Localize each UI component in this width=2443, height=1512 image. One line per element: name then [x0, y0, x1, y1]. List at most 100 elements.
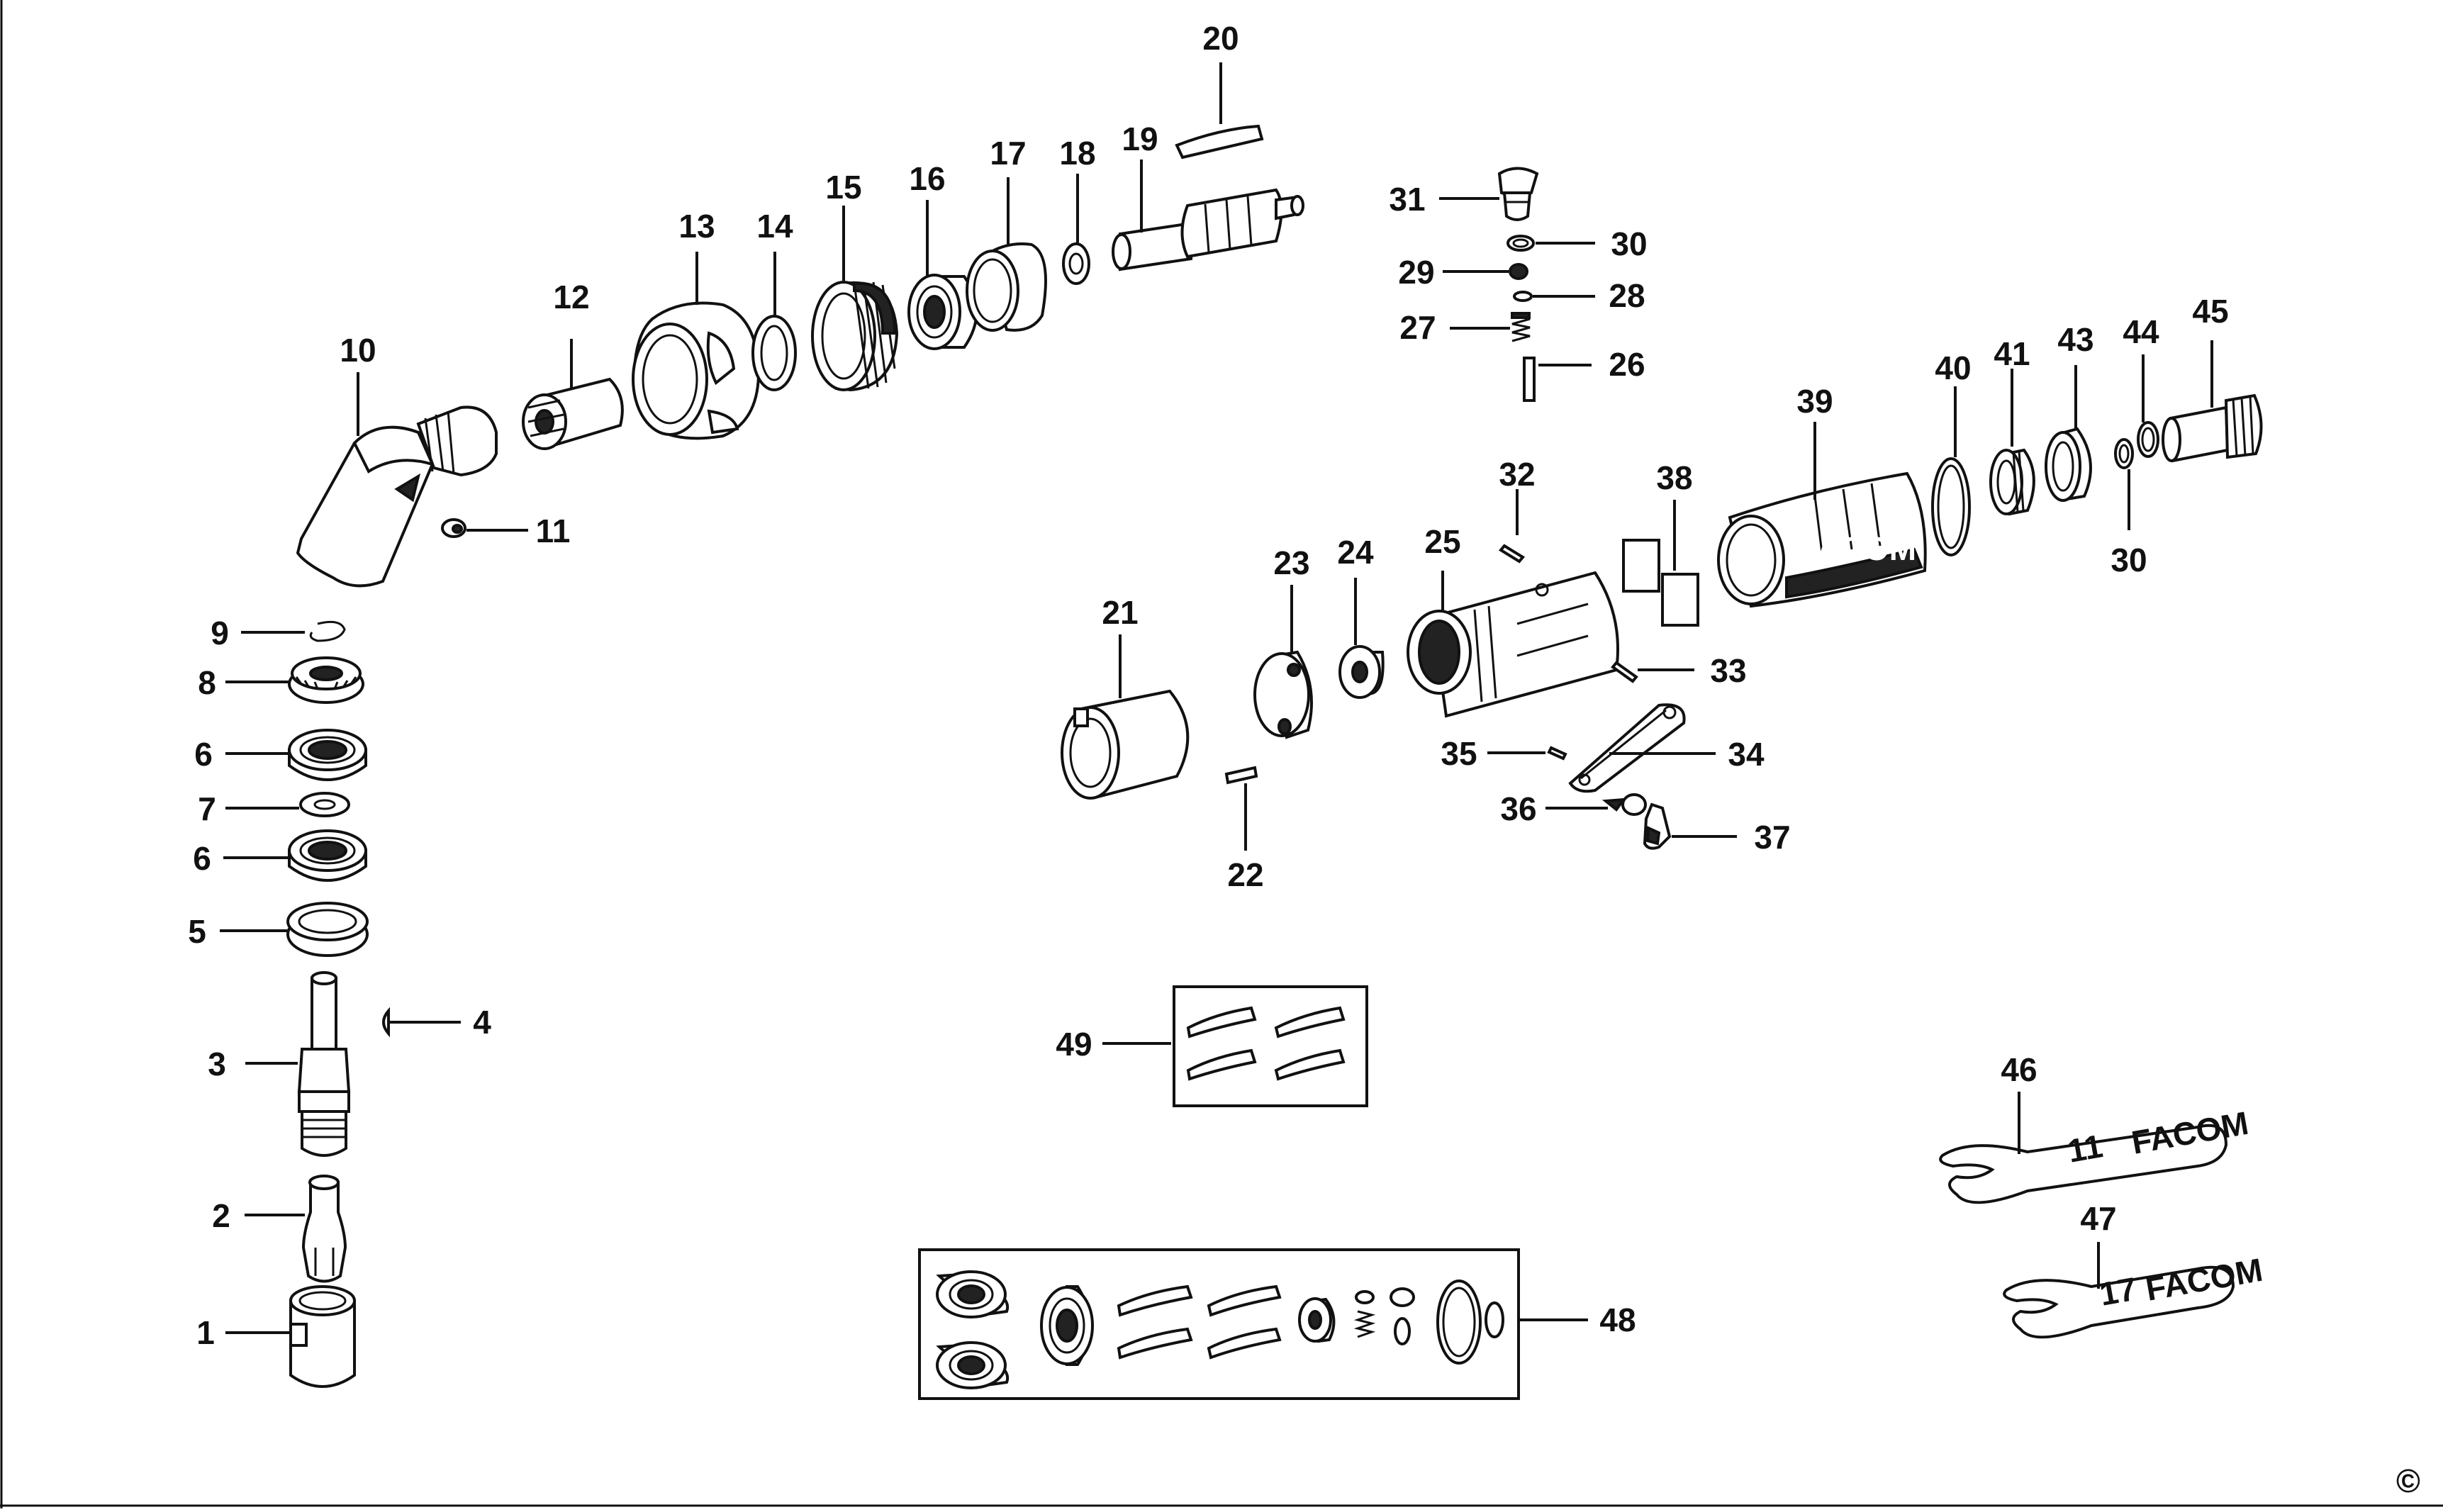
part-3-spindle [297, 971, 351, 1157]
part-38-seals [1622, 539, 1699, 627]
part-19-rotor [1112, 188, 1304, 271]
callout-5: 5 [188, 913, 206, 950]
callout-15: 15 [825, 169, 861, 206]
part-34-lever [1568, 703, 1686, 793]
part-41-threaded-ring [1989, 448, 2035, 516]
part-47-wrench: 17 FACOM [2003, 1251, 2265, 1339]
part-25-motor-housing [1407, 571, 1619, 718]
callout-28: 28 [1609, 277, 1645, 314]
part-12-pinion [522, 377, 624, 450]
wrench-47-size: 17 [2097, 1270, 2139, 1313]
part-7-washer [299, 792, 350, 817]
callout-43: 43 [2057, 321, 2093, 358]
callout-44: 44 [2123, 313, 2159, 350]
callout-7: 7 [198, 790, 216, 827]
part-24-bearing [1338, 645, 1385, 699]
part-35-pin [1547, 746, 1567, 761]
part-46-wrench: 11 FACOM [1939, 1104, 2251, 1204]
callout-1: 1 [196, 1314, 215, 1351]
callout-19: 19 [1122, 121, 1158, 157]
part-40-o-ring [1931, 457, 1971, 556]
callout-29: 29 [1398, 254, 1434, 291]
part-27-spring [1511, 312, 1531, 342]
callout-21: 21 [1102, 594, 1138, 631]
part-44-small-o-ring [2137, 421, 2159, 458]
callout-16: 16 [909, 160, 945, 197]
part-39-body: FACOM [1717, 471, 1927, 608]
callout-17: 17 [990, 135, 1026, 172]
callout-31: 31 [1389, 181, 1425, 218]
part-8-bevel-gear [288, 656, 364, 704]
callout-32: 32 [1499, 456, 1535, 493]
callout-33: 33 [1710, 652, 1746, 689]
part-1-collet-nut [289, 1285, 356, 1388]
part-37-lock [1643, 802, 1672, 850]
callout-24: 24 [1337, 534, 1374, 571]
part-28-o-ring [1513, 291, 1533, 302]
part-14-washer [751, 315, 797, 391]
callout-48: 48 [1599, 1301, 1636, 1338]
callout-26: 26 [1609, 346, 1645, 383]
callout-30a: 30 [1611, 225, 1647, 262]
part-10-angle-head [296, 405, 498, 588]
callout-6b: 6 [193, 840, 211, 877]
part-20-vane [1175, 124, 1264, 159]
callout-23: 23 [1273, 544, 1309, 581]
part-43-ring [2045, 427, 2092, 502]
callout-3: 3 [208, 1046, 226, 1082]
callout-36: 36 [1500, 790, 1536, 827]
part-21-cylinder [1061, 689, 1190, 800]
part-26-valve-pin [1523, 357, 1536, 402]
callout-9: 9 [211, 615, 229, 651]
copyright-symbol: © [2396, 1462, 2420, 1499]
callout-45: 45 [2192, 293, 2228, 330]
part-11-nipple [441, 518, 466, 538]
callout-12: 12 [553, 279, 589, 315]
callout-37: 37 [1754, 819, 1790, 856]
callout-14: 14 [756, 208, 793, 245]
callout-47: 47 [2080, 1200, 2116, 1237]
part-17-end-plate [966, 242, 1047, 332]
part-30-washer-lower [2114, 438, 2134, 469]
callout-27: 27 [1399, 309, 1436, 346]
part-13-housing-nut [632, 301, 761, 440]
part-15-threaded-housing [811, 281, 899, 392]
part-6-bearing-lower [288, 829, 367, 882]
part-22-pin [1224, 766, 1258, 785]
part-9-circlip [309, 620, 346, 642]
callout-34: 34 [1728, 736, 1765, 773]
callout-41: 41 [1994, 335, 2030, 372]
part-29-ball [1509, 263, 1528, 280]
callout-30b: 30 [2111, 542, 2147, 578]
callout-13: 13 [678, 208, 715, 245]
callout-4: 4 [473, 1004, 491, 1041]
part-4-key [382, 1007, 390, 1038]
wrench-46-size: 11 [2065, 1127, 2106, 1170]
part-32-pin [1498, 544, 1526, 564]
part-18-small-bearing [1062, 242, 1090, 285]
part-33-pin [1611, 661, 1638, 683]
kit-48-box [918, 1248, 1520, 1400]
callout-11: 11 [536, 513, 571, 549]
callout-35: 35 [1441, 735, 1477, 772]
callout-46: 46 [2001, 1051, 2037, 1088]
part-36-roller [1601, 793, 1647, 816]
kit-49-box [1173, 985, 1368, 1107]
part-6-bearing-upper [288, 729, 367, 781]
callout-6a: 6 [194, 736, 213, 773]
callout-18: 18 [1059, 135, 1095, 172]
callout-20: 20 [1202, 20, 1239, 57]
callout-25: 25 [1424, 523, 1460, 560]
callout-49: 49 [1056, 1026, 1092, 1063]
part-23-front-plate [1253, 650, 1313, 739]
part-30-washer-upper [1506, 235, 1535, 252]
part-31-valve-knob [1497, 167, 1539, 221]
part-16-bearing [907, 274, 978, 350]
body-logo: FACOM [1799, 530, 1916, 567]
part-5-threaded-ring [286, 902, 369, 957]
part-2-collet [301, 1175, 347, 1283]
callout-2: 2 [212, 1197, 230, 1234]
callout-38: 38 [1656, 459, 1692, 496]
